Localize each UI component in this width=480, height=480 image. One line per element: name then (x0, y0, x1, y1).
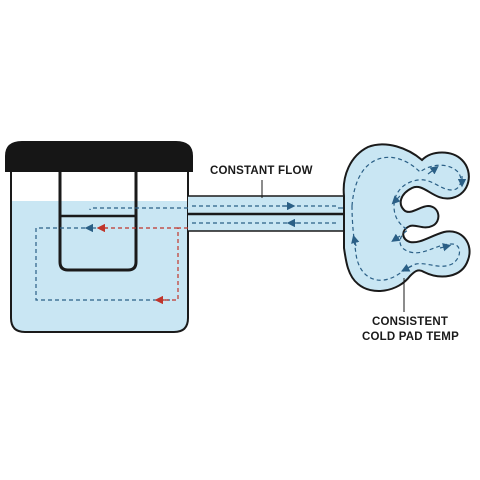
cold-pad (342, 143, 471, 292)
reservoir-flow-path (89, 207, 188, 211)
flow-label: CONSTANT FLOW (210, 165, 313, 177)
pad-label-line1: CONSISTENT (372, 316, 448, 328)
pad-arrow-5 (439, 243, 452, 252)
ice-basket (58, 172, 138, 272)
pad-arrow-1 (427, 165, 439, 175)
reservoir-lid (5, 141, 193, 172)
hose (188, 195, 352, 232)
reservoir (5, 141, 193, 333)
cold-pad-shape (342, 143, 471, 292)
reservoir-inner-loop (35, 227, 170, 301)
pad-arrow-3 (391, 195, 401, 205)
return-flow-path (164, 227, 188, 301)
pad-arrow-6 (400, 263, 413, 272)
pad-arrow-7 (351, 234, 360, 247)
reservoir-water (11, 201, 188, 332)
pad-label-line2: COLD PAD TEMP (362, 331, 459, 343)
reservoir-body (10, 168, 189, 333)
pad-arrow-4 (391, 233, 401, 242)
